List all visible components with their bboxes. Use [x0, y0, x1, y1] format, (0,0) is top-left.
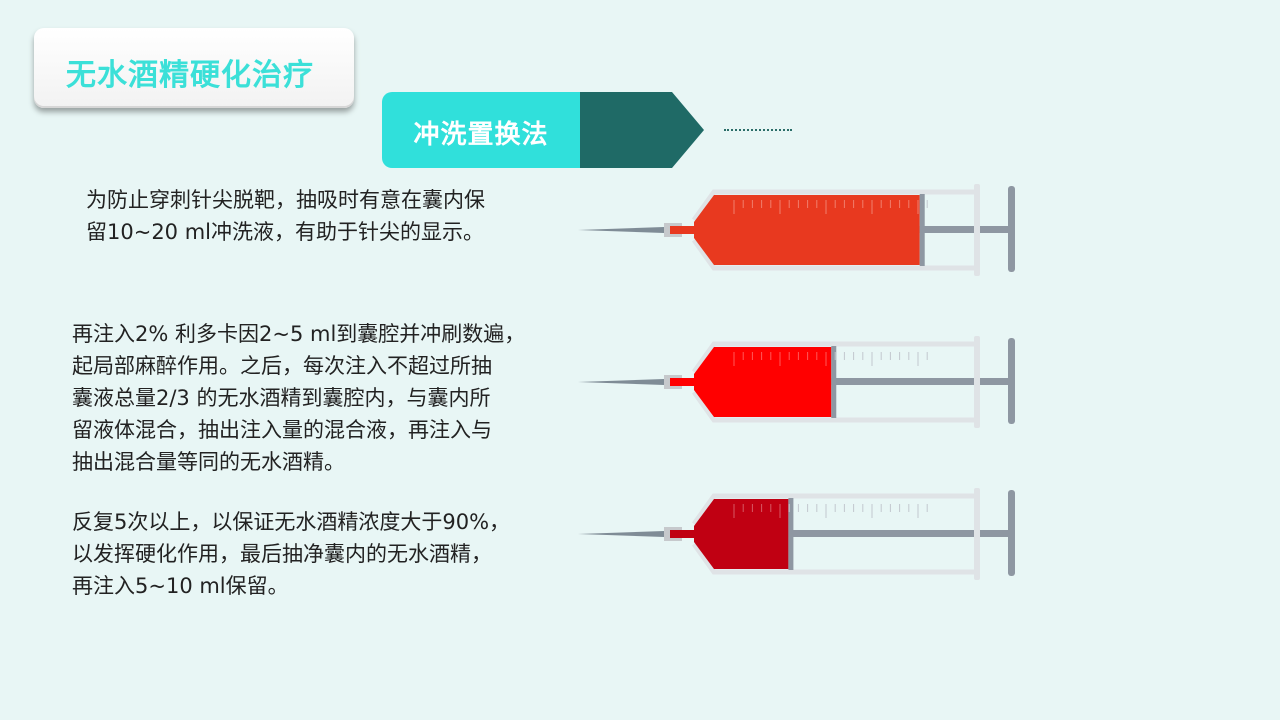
syringe-fluid: [694, 499, 789, 569]
syringe-icon: [578, 184, 1015, 276]
needle: [578, 379, 664, 385]
plunger-rod: [831, 378, 1010, 385]
needle: [578, 531, 664, 537]
plunger-stopper: [919, 194, 925, 266]
plunger-stopper: [788, 498, 794, 570]
syringe-flange: [974, 336, 980, 428]
title-card: 无水酒精硬化治疗: [34, 28, 354, 108]
paragraph-2: 再注入2% 利多卡因2~5 ml到囊腔并冲刷数遍， 起局部麻醉作用。之后，每次注…: [72, 318, 525, 478]
syringe-barrel: [691, 493, 976, 575]
plunger-rod: [919, 226, 1010, 233]
syringe-flange: [974, 488, 980, 580]
paragraph-line: 留液体混合，抽出注入量的混合液，再注入与: [72, 418, 492, 442]
syringe-flange: [974, 184, 980, 276]
paragraph-3: 反复5次以上，以保证无水酒精浓度大于90%， 以发挥硬化作用，最后抽净囊内的无水…: [72, 506, 510, 602]
plunger-rod: [788, 530, 1010, 537]
page-title: 无水酒精硬化治疗: [66, 58, 314, 93]
plunger-stopper: [831, 346, 837, 418]
syringe-icon: [578, 488, 1015, 580]
needle-hub-fluid: [670, 378, 694, 386]
needle-hub-fluid: [670, 530, 694, 538]
plunger-thumb-rest: [1008, 338, 1015, 424]
paragraph-line: 反复5次以上，以保证无水酒精浓度大于90%，: [72, 510, 511, 534]
paragraph-line: 再注入5~10 ml保留。: [72, 574, 289, 598]
section-label: 冲洗置换法: [413, 120, 549, 150]
syringe-icon: [578, 336, 1015, 428]
syringe-fluid: [694, 195, 920, 265]
syringe-barrel: [691, 341, 976, 423]
paragraph-line: 囊液总量2/3 的无水酒精到囊腔内，与囊内所: [72, 386, 491, 410]
paragraph-line: 为防止穿刺针尖脱靶，抽吸时有意在囊内保: [86, 188, 485, 212]
plunger-thumb-rest: [1008, 186, 1015, 272]
needle-hub-fluid: [670, 226, 694, 234]
section-arrow-icon: [580, 92, 704, 168]
paragraph-line: 再注入2% 利多卡因2~5 ml到囊腔并冲刷数遍，: [72, 322, 526, 346]
syringe-barrel: [691, 189, 976, 271]
paragraph-1: 为防止穿刺针尖脱靶，抽吸时有意在囊内保 留10~20 ml冲洗液，有助于针尖的显…: [86, 184, 485, 248]
needle: [578, 227, 664, 233]
dotted-divider: [724, 129, 792, 131]
syringe-fluid: [694, 347, 832, 417]
section-tab: 冲洗置换法: [382, 92, 580, 168]
paragraph-line: 以发挥硬化作用，最后抽净囊内的无水酒精，: [72, 542, 492, 566]
paragraph-line: 起局部麻醉作用。之后，每次注入不超过所抽: [72, 354, 492, 378]
plunger-thumb-rest: [1008, 490, 1015, 576]
paragraph-line: 抽出混合量等同的无水酒精。: [72, 450, 345, 474]
paragraph-line: 留10~20 ml冲洗液，有助于针尖的显示。: [86, 220, 485, 244]
